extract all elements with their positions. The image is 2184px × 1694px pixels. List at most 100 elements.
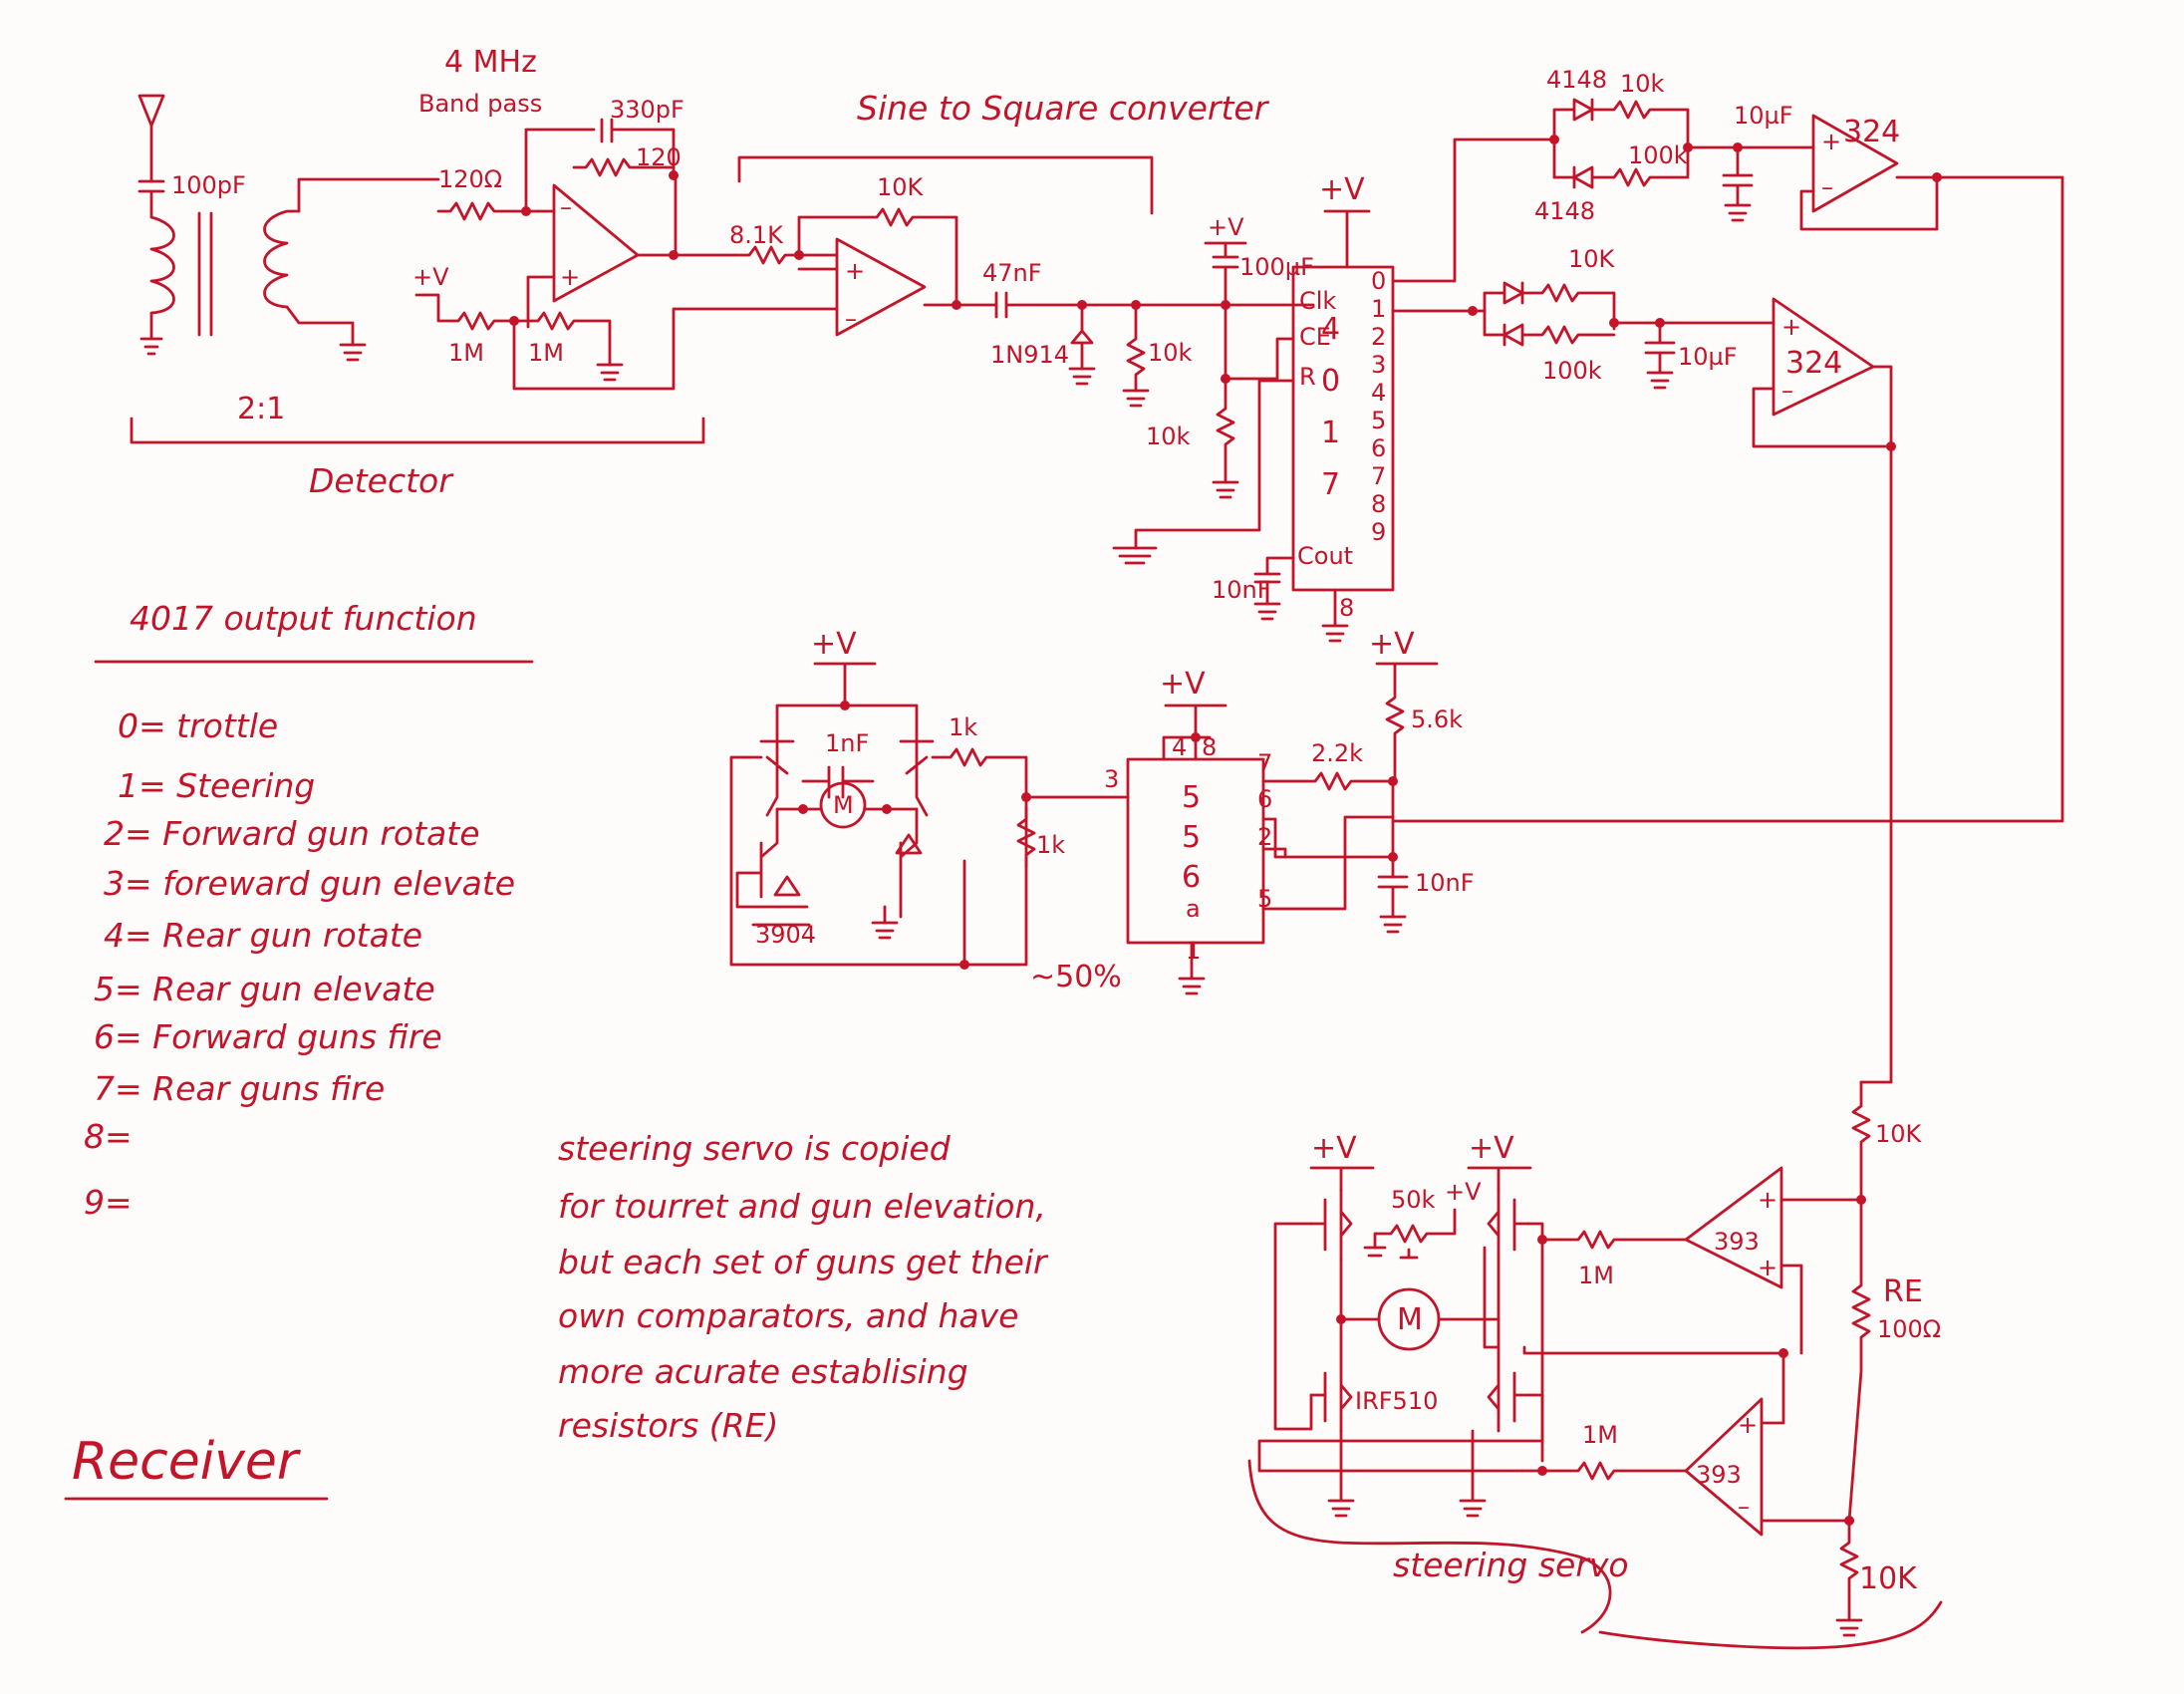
timer-section: 5 5 6 a +V 4 8 3 7 6 2 5 1 2.2k +V 5.6k …	[1104, 627, 1475, 995]
gnd-pin-label: 8	[1339, 594, 1354, 622]
timer-pin: 6	[1257, 785, 1272, 813]
function-item: 2= Forward gun rotate	[104, 814, 480, 853]
servo-rtop-label: 10K	[1875, 1120, 1923, 1148]
re-label: RE	[1883, 1274, 1923, 1309]
chip-4017-digit: 1	[1321, 416, 1340, 450]
chip-556-digit: 6	[1182, 860, 1201, 895]
function-item: 6= Forward guns fire	[94, 1017, 442, 1056]
output-pin: 2	[1371, 323, 1386, 351]
pin-r: R	[1299, 363, 1316, 391]
mid-rfwd-label: 10K	[1568, 245, 1616, 273]
drive-motor	[819, 781, 867, 829]
function-item: 9=	[84, 1183, 133, 1222]
chip-556-digit: a	[1186, 895, 1201, 923]
svg-text:–: –	[560, 193, 572, 221]
function-item: 0= trottle	[118, 706, 278, 745]
drive-cap-label: 1nF	[825, 729, 869, 757]
chip-4017	[1291, 265, 1395, 592]
timer-r1-label: 2.2k	[1311, 739, 1363, 767]
pot-label: 50k	[1391, 1186, 1436, 1214]
note-line: steering servo is copied	[558, 1129, 952, 1168]
top-rrev-label: 100k	[1628, 141, 1688, 169]
svg-text:+: +	[1758, 1186, 1777, 1214]
top-diode-label: 4148	[1546, 66, 1607, 94]
chip-4017-digit: 7	[1321, 467, 1340, 502]
servo-r1-label: 1M	[1578, 1262, 1614, 1289]
reset-r-label: 10k	[1146, 423, 1191, 450]
clk-vplus: +V	[1208, 213, 1244, 241]
comp1-label: 393	[1714, 1228, 1760, 1256]
output-pin: 0	[1371, 267, 1386, 295]
top-cap-label: 10µF	[1734, 102, 1793, 130]
feedback-r-label: 120	[636, 143, 682, 171]
detector-vplus: +V	[412, 263, 449, 291]
converter-rdown-label: 10k	[1148, 339, 1193, 367]
chip-4017-digit: 0	[1321, 364, 1340, 399]
drive-rtop-label: 1k	[949, 713, 977, 741]
timer-pin: 5	[1257, 885, 1272, 913]
feedback-cap-label: 330pF	[610, 96, 684, 124]
servo-rbottom-label: 10K	[1859, 1561, 1918, 1596]
servo-section: +V +V M IRF510 50k +V 1M + +	[1247, 1080, 1943, 1650]
counter-section: 4 0 1 7 Clk CE R Cout 0 1 2 3 4 5 6 7 8 …	[1112, 138, 1556, 643]
svg-text:–: –	[1738, 1493, 1750, 1521]
timer-vplus: +V	[1160, 667, 1206, 702]
detector-rin-label: 120Ω	[438, 165, 502, 193]
top-rfwd-label: 10k	[1620, 70, 1665, 98]
output-pin: 8	[1371, 490, 1386, 518]
pin-clk: Clk	[1299, 287, 1336, 315]
note-block: steering servo is copied for tourret and…	[558, 1129, 1049, 1445]
svg-text:+: +	[1781, 313, 1801, 341]
timer-pin: 1	[1186, 937, 1201, 965]
duty-label: ~50%	[1030, 960, 1122, 994]
clk-cap-label: 100µF	[1239, 253, 1314, 281]
timer-cap-label: 10nF	[1415, 869, 1475, 897]
integrator-section: 4148 10k 4148 100k 10µF + – 324 10K 100k…	[1393, 66, 2064, 1084]
comp2-label: 393	[1696, 1461, 1742, 1489]
drive-vplus: +V	[811, 627, 857, 662]
svg-text:–: –	[845, 305, 857, 333]
servo-vplus2: +V	[1469, 1131, 1514, 1166]
drive-motor-label: M	[833, 791, 854, 819]
converter-label: Sine to Square converter	[857, 89, 1270, 128]
antenna-cap-label: 100pF	[171, 171, 246, 199]
mid-rrev-label: 100k	[1542, 357, 1602, 385]
pin-cout: Cout	[1297, 542, 1353, 570]
svg-text:+: +	[1821, 128, 1841, 155]
converter-rfb-label: 10K	[877, 173, 925, 201]
counter-outputs: 0 1 2 3 4 5 6 7 8 9	[1371, 267, 1386, 546]
output-pin: 5	[1371, 407, 1386, 434]
timer-r2-label: 5.6k	[1411, 706, 1463, 733]
servo-motor-label: M	[1397, 1302, 1423, 1337]
top-opamp-label: 324	[1843, 115, 1900, 149]
timer-pin: 3	[1104, 765, 1119, 793]
function-item: 8=	[84, 1117, 133, 1156]
pot-vplus: +V	[1445, 1178, 1482, 1206]
output-pin: 3	[1371, 351, 1386, 379]
transformer-ratio: 2:1	[237, 392, 285, 426]
page-title: Receiver	[72, 1432, 302, 1492]
cout-cap-label: 10nF	[1212, 576, 1271, 604]
servo-r2-label: 1M	[1582, 1421, 1618, 1449]
timer-pin: 7	[1257, 749, 1272, 777]
output-pin: 4	[1371, 379, 1386, 407]
svg-text:+: +	[560, 263, 580, 291]
function-item: 4= Rear gun rotate	[104, 916, 422, 955]
mid-opamp-label: 324	[1785, 346, 1842, 381]
filter-sublabel: Band pass	[418, 90, 542, 118]
function-table-heading: 4017 output function	[130, 599, 477, 638]
output-pin: 9	[1371, 518, 1386, 546]
re-value-label: 100Ω	[1877, 1315, 1941, 1343]
servo-vplus: +V	[1311, 1131, 1357, 1166]
note-line: resistors (RE)	[558, 1406, 778, 1445]
output-pin: 1	[1371, 295, 1386, 323]
function-item: 5= Rear gun elevate	[94, 970, 435, 1008]
note-line: for tourret and gun elevation,	[558, 1187, 1046, 1226]
output-pin: 6	[1371, 434, 1386, 462]
chip-4017-digit: 4	[1321, 312, 1340, 347]
counter-vplus: +V	[1319, 172, 1365, 207]
pin-ce: CE	[1299, 323, 1331, 351]
timer-pin: 4	[1172, 733, 1187, 761]
function-item: 3= foreward gun elevate	[104, 864, 515, 903]
